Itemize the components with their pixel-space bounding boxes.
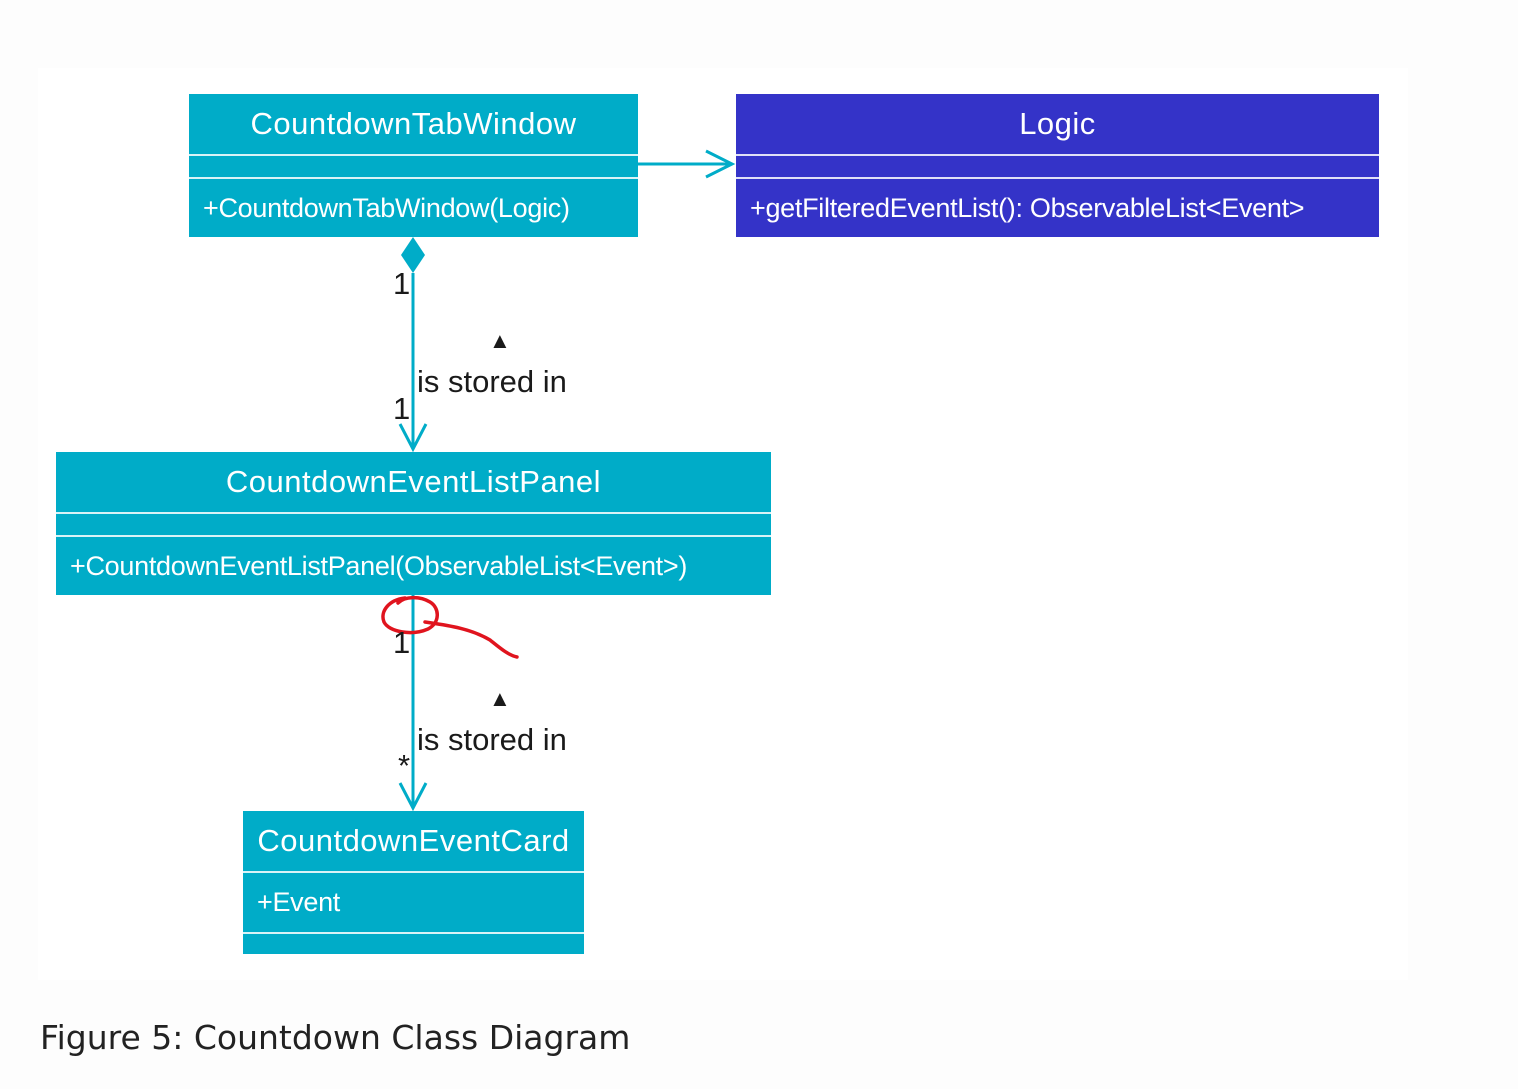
class-operation: +CountdownTabWindow(Logic) <box>203 192 570 223</box>
divider <box>243 932 584 934</box>
class-countdown-event-list-panel: CountdownEventListPanel +CountdownEventL… <box>56 452 771 595</box>
association-label: is stored in <box>417 722 567 757</box>
composition-diamond <box>401 237 425 273</box>
target-multiplicity: 1 <box>393 391 411 426</box>
divider <box>736 177 1379 179</box>
divider <box>189 177 638 179</box>
source-multiplicity: 1 <box>393 266 411 301</box>
direction-arrow-icon: ▲ <box>489 328 511 353</box>
composition-tabwindow-listpanel <box>398 237 428 453</box>
association-listpanel-card <box>398 595 428 812</box>
divider <box>243 871 584 873</box>
divider <box>56 535 771 537</box>
divider <box>56 512 771 514</box>
class-operation: +CountdownEventListPanel(ObservableList<… <box>70 550 688 581</box>
dependency-tabwindow-logic <box>638 149 736 179</box>
class-name: CountdownEventCard <box>257 823 570 858</box>
divider <box>736 154 1379 156</box>
class-operation: +getFilteredEventList(): ObservableList<… <box>750 192 1305 223</box>
figure-caption: Figure 5: Countdown Class Diagram <box>40 1018 631 1057</box>
class-name: CountdownEventListPanel <box>225 464 602 499</box>
direction-arrow-icon: ▲ <box>489 686 511 711</box>
association-label: is stored in <box>417 364 567 399</box>
class-name: Logic <box>1019 106 1096 141</box>
class-logic: Logic +getFilteredEventList(): Observabl… <box>736 94 1379 237</box>
target-multiplicity: * <box>398 748 411 783</box>
class-name: CountdownTabWindow <box>250 106 577 141</box>
divider <box>189 154 638 156</box>
class-attribute: +Event <box>257 886 341 917</box>
class-countdown-tab-window: CountdownTabWindow +CountdownTabWindow(L… <box>189 94 638 237</box>
class-countdown-event-card: CountdownEventCard +Event <box>243 811 584 954</box>
red-annotation-mark <box>381 595 519 659</box>
source-multiplicity: 1 <box>393 625 411 660</box>
